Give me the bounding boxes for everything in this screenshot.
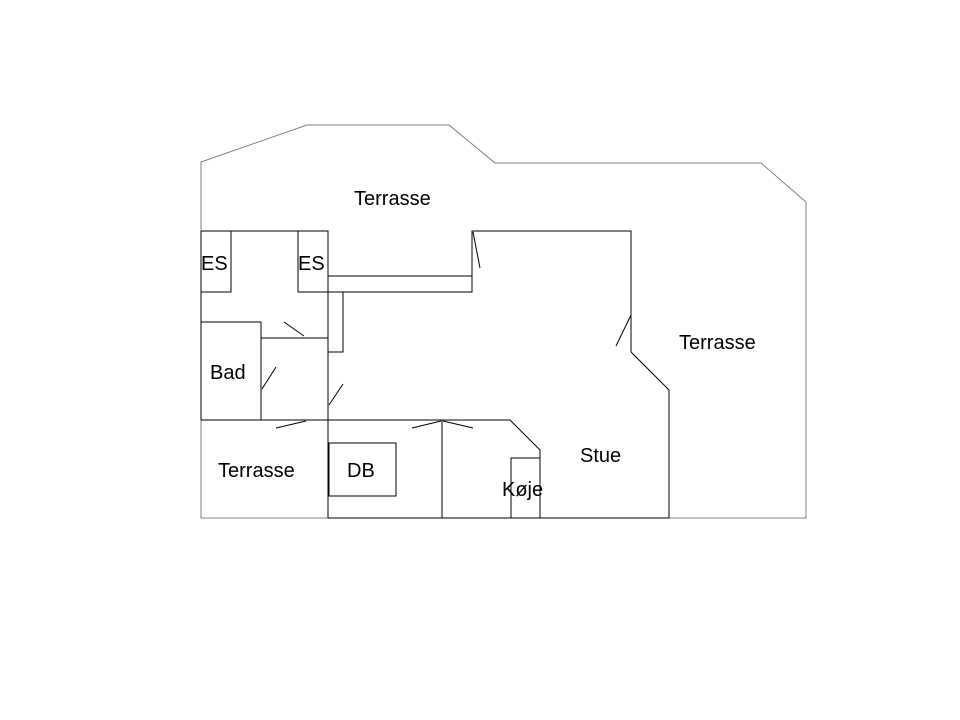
door-swing [472, 231, 481, 269]
door-swing [275, 420, 307, 429]
door-swing [615, 314, 632, 347]
door-swings [261, 231, 632, 429]
double-bed-label: DB [347, 460, 375, 482]
bunk-bed [510, 457, 540, 518]
door-swing [261, 366, 277, 390]
terrace-top-label: Terrasse [354, 188, 431, 210]
double-bed [328, 442, 397, 497]
door-swing [442, 420, 474, 429]
terrace-outline [200, 124, 807, 519]
es-left-label: ES [201, 253, 228, 275]
bunk-label: Køje [502, 479, 543, 501]
terrace-bottom-left-label: Terrasse [218, 460, 295, 482]
door-swing [411, 420, 442, 429]
es-left-room [201, 230, 232, 293]
terrace-right-label: Terrasse [679, 332, 756, 354]
door-swing [328, 383, 344, 406]
bathroom-label: Bad [210, 362, 246, 384]
bedroom-row [328, 419, 669, 519]
bathroom [201, 321, 328, 421]
living-room-label: Stue [580, 445, 621, 467]
es-right-label: ES [298, 253, 325, 275]
corridor [327, 230, 632, 518]
door-swing [283, 321, 305, 337]
living-room [630, 351, 670, 518]
